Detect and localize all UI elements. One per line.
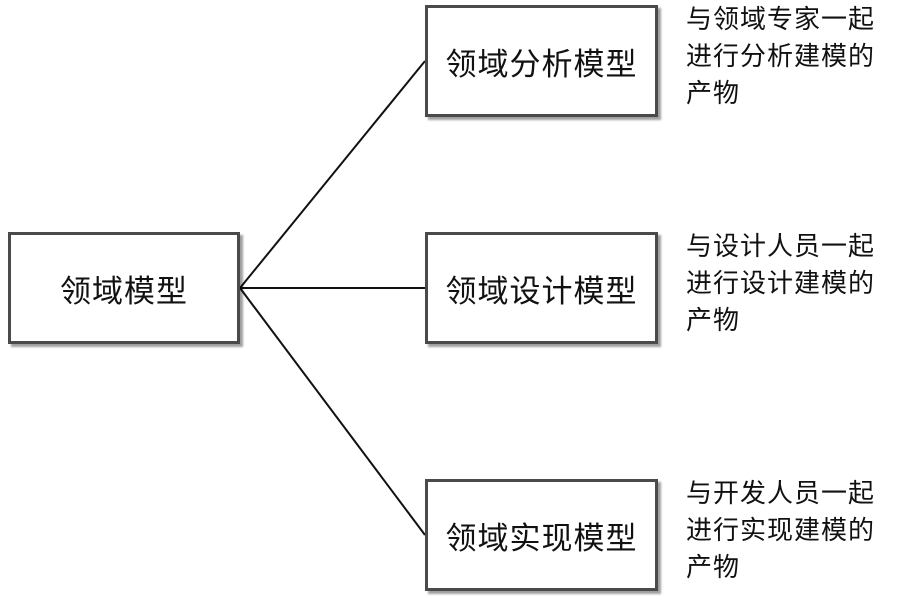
child-node-domain-implementation-model: 领域实现模型 bbox=[425, 479, 658, 591]
root-node-domain-model: 领域模型 bbox=[8, 232, 240, 344]
child-node-domain-analysis-model: 领域分析模型 bbox=[425, 5, 658, 117]
design-note-line-2: 进行设计建模的 bbox=[686, 269, 876, 299]
analysis-note-line-2: 进行分析建模的 bbox=[686, 42, 876, 72]
design-model-note: 与设计人员一起 进行设计建模的 产物 bbox=[686, 229, 906, 340]
child-node-domain-design-model: 领域设计模型 bbox=[425, 232, 658, 344]
analysis-model-label: 领域分析模型 bbox=[445, 46, 638, 83]
implementation-note-line-1: 与开发人员一起 bbox=[686, 479, 876, 509]
implementation-model-note: 与开发人员一起 进行实现建模的 产物 bbox=[686, 476, 906, 587]
design-model-label: 领域设计模型 bbox=[445, 273, 638, 310]
implementation-note-line-3: 产物 bbox=[686, 553, 741, 583]
root-node-label: 领域模型 bbox=[60, 273, 188, 310]
analysis-note-line-1: 与领域专家一起 bbox=[686, 5, 876, 35]
design-note-line-1: 与设计人员一起 bbox=[686, 232, 876, 262]
design-note-line-3: 产物 bbox=[686, 306, 741, 336]
analysis-note-line-3: 产物 bbox=[686, 79, 741, 109]
analysis-model-note: 与领域专家一起 进行分析建模的 产物 bbox=[686, 2, 906, 113]
connector-to-implementation-model bbox=[239, 287, 426, 536]
implementation-model-label: 领域实现模型 bbox=[445, 520, 638, 557]
connector-to-analysis-model bbox=[239, 60, 426, 289]
implementation-note-line-2: 进行实现建模的 bbox=[686, 516, 876, 546]
